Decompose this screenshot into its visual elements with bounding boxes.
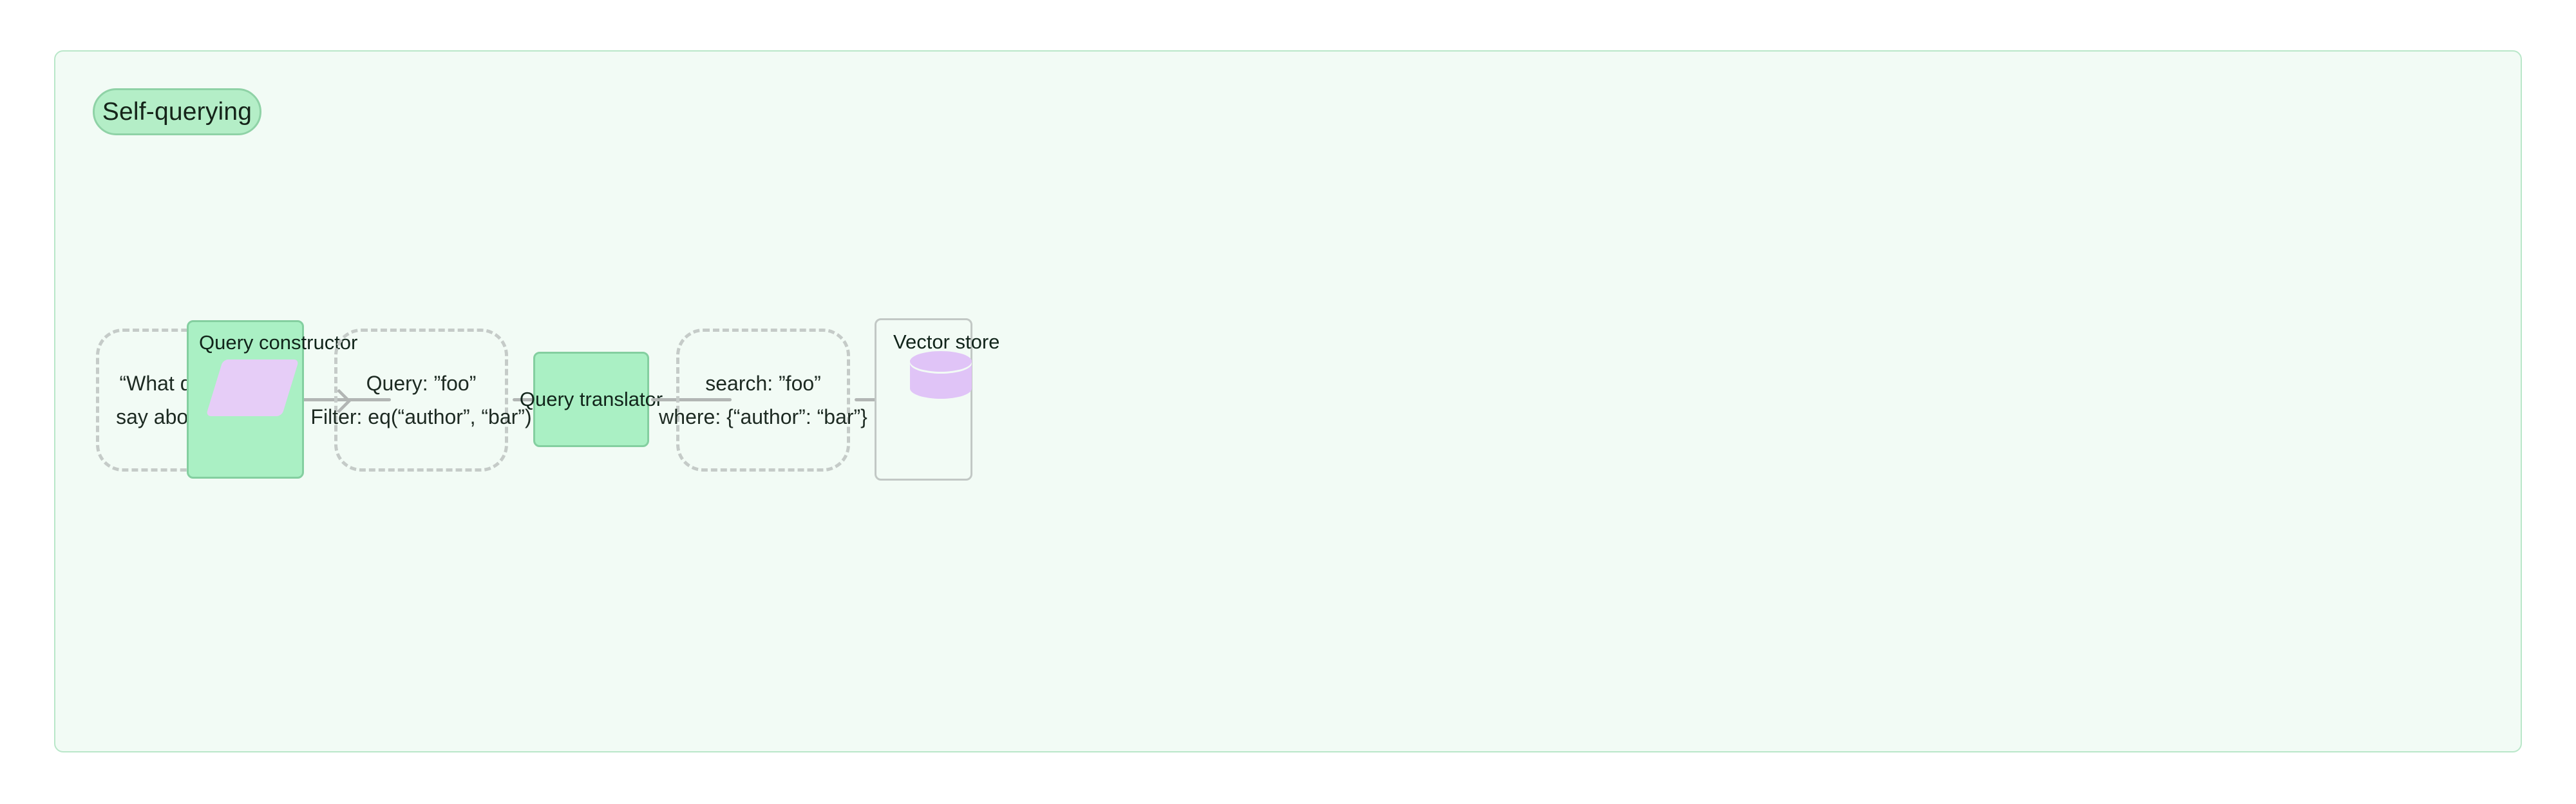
node-query-translator-label: Query translator <box>519 388 663 410</box>
node-query-translator[interactable]: Query translator <box>520 352 663 447</box>
node-translated-query-line-2: where: {“author”: “bar”} <box>659 405 867 428</box>
subgraph-container: Self-querying “What did bar say about fo… <box>54 50 2522 752</box>
parallelogram-icon <box>205 359 299 416</box>
node-query-constructor[interactable]: Query constructor <box>187 320 357 479</box>
node-vector-store-label: Vector store <box>893 330 1000 353</box>
connector-query-constructor-to-structured-query <box>306 398 391 401</box>
node-vector-store[interactable]: Vector store <box>875 318 999 481</box>
database-cylinder-icon <box>910 351 972 404</box>
node-translated-query-line-1: search: ”foo” <box>705 372 821 395</box>
cylinder-top-ellipse <box>910 351 972 372</box>
connector-query-translator-to-translated-query <box>651 398 732 401</box>
node-query-constructor-label: Query constructor <box>199 331 358 354</box>
node-translated-query[interactable]: search: ”foo” where: {“author”: “bar”} <box>659 329 867 472</box>
node-structured-query-line-1: Query: ”foo” <box>366 372 477 395</box>
subgraph-title-pill: Self-querying <box>93 88 261 135</box>
node-structured-query[interactable]: Query: ”foo” Filter: eq(“author”, “bar”) <box>310 329 532 472</box>
node-structured-query-line-2: Filter: eq(“author”, “bar”) <box>310 405 532 428</box>
